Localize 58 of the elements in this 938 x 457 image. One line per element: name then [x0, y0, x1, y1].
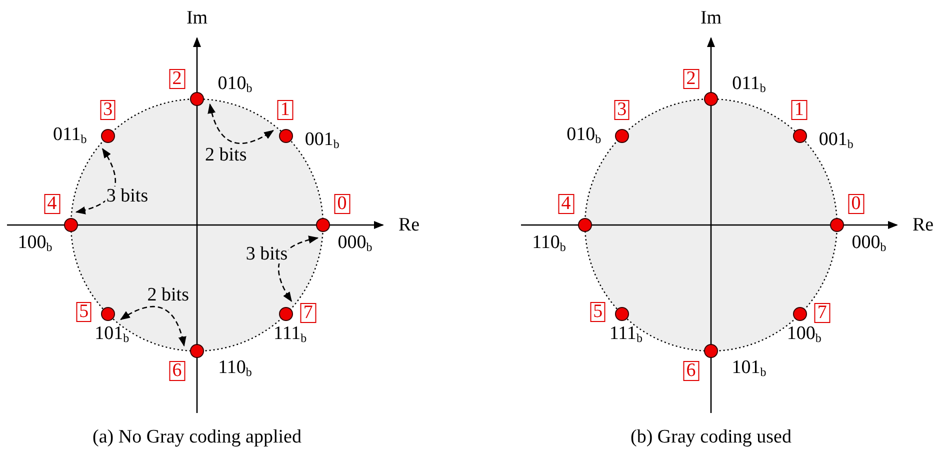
- constellation-point: [793, 307, 808, 322]
- edge-label: 3 bits: [244, 244, 289, 264]
- dashed-arrow: [278, 236, 319, 302]
- symbol-index: 2: [683, 69, 699, 89]
- constellation-point: [279, 307, 294, 322]
- symbol-index: 1: [791, 100, 807, 120]
- symbol-index: 2: [169, 69, 185, 89]
- bit-label: 110$_{b}$: [218, 358, 252, 378]
- bit-label: 001$_{b}$: [304, 130, 340, 150]
- bit-label: 100$_{b}$: [18, 233, 52, 253]
- bit-label: 010$_{b}$: [566, 124, 602, 145]
- caption: (a) No Gray coding applied: [92, 428, 302, 446]
- axis-label: Im: [700, 8, 722, 28]
- symbol-index: 0: [334, 194, 350, 214]
- constellation-point: [100, 307, 115, 322]
- symbol-index: 6: [683, 361, 699, 381]
- constellation-point: [316, 218, 330, 232]
- bit-label: 011$_{b}$: [53, 124, 87, 145]
- constellation-point: [614, 307, 629, 322]
- symbol-index: 0: [848, 194, 864, 214]
- symbol-index: 4: [558, 194, 574, 214]
- constellation-point: [100, 128, 115, 143]
- axis-label: Re: [398, 216, 420, 234]
- axis-label: Im: [186, 8, 208, 28]
- symbol-index: 7: [814, 303, 830, 324]
- dashed-arrow: [120, 306, 186, 347]
- symbol-index: 1: [277, 100, 293, 120]
- constellation-point: [279, 128, 294, 143]
- bit-label: 000$_{b}$: [852, 233, 886, 253]
- bit-label: 111$_{b}$: [274, 324, 307, 344]
- symbol-index: 5: [76, 302, 92, 322]
- symbol-index: 6: [169, 361, 185, 381]
- constellation-point: [64, 218, 78, 232]
- symbol-index: 3: [614, 100, 630, 120]
- symbol-index: 5: [590, 302, 606, 322]
- bit-label: 001$_{b}$: [818, 130, 854, 150]
- constellation-point: [190, 92, 204, 106]
- constellation-point: [614, 128, 629, 143]
- bit-label: 011$_{b}$: [732, 74, 766, 94]
- axis-label: Re: [912, 216, 934, 234]
- symbol-index: 4: [44, 194, 60, 214]
- symbol-index: 7: [300, 303, 316, 324]
- constellation-point: [578, 218, 592, 232]
- constellation-point: [830, 218, 844, 232]
- bit-label: 100$_{b}$: [786, 324, 822, 344]
- constellation-point: [793, 128, 808, 143]
- constellation-point: [704, 92, 718, 106]
- constellation-point: [190, 344, 204, 358]
- bit-label: 000$_{b}$: [338, 233, 372, 253]
- bit-label: 010$_{b}$: [218, 74, 252, 94]
- dashed-arrow: [75, 148, 116, 214]
- constellation-point: [704, 344, 718, 358]
- bit-label: 110$_{b}$: [532, 233, 566, 253]
- symbol-index: 3: [100, 100, 116, 120]
- caption: (b) Gray coding used: [630, 428, 792, 446]
- bit-label: 101$_{b}$: [732, 358, 766, 378]
- bit-label: 101$_{b}$: [94, 324, 130, 344]
- bit-label: 111$_{b}$: [609, 324, 642, 344]
